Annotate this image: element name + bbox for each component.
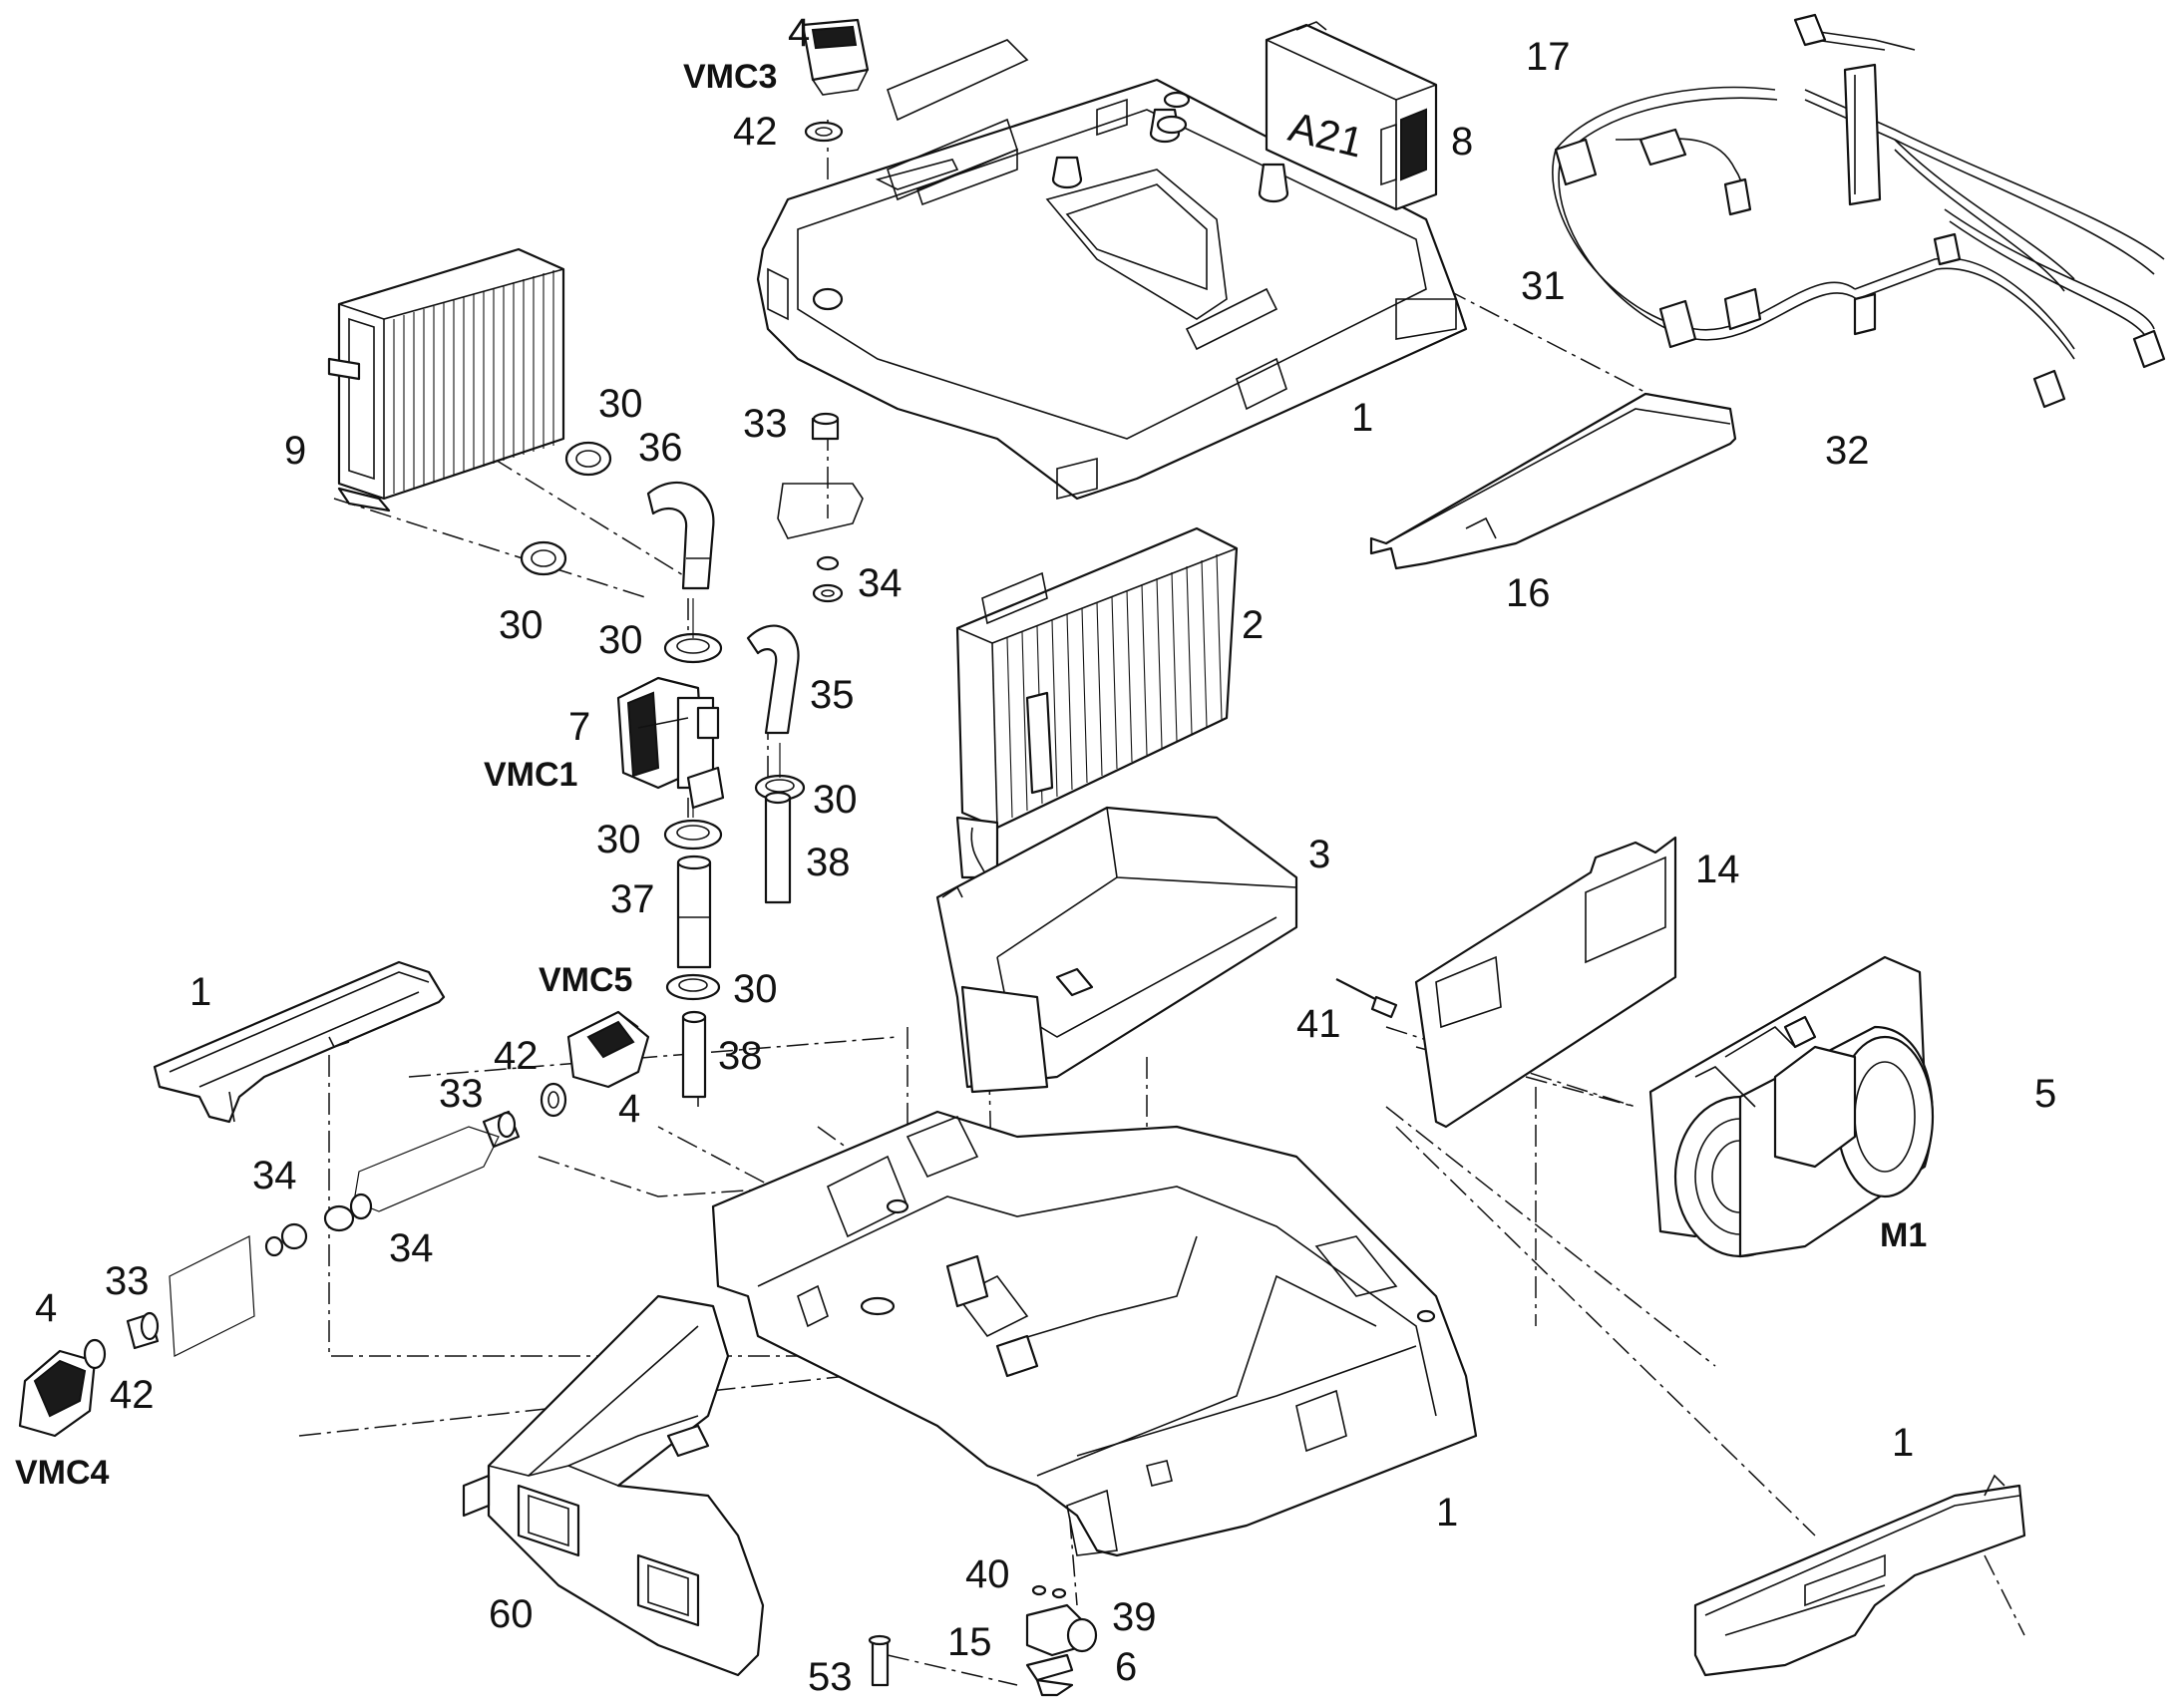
- label-30: 30: [733, 967, 778, 1011]
- label-vmc1: VMC1: [484, 756, 577, 794]
- valve-part-7: [616, 676, 725, 810]
- label-7: 7: [568, 705, 590, 749]
- panel-part-14: [1414, 836, 1677, 1129]
- bracket-part-16: [1369, 392, 1737, 570]
- label-42: 42: [494, 1034, 539, 1078]
- label-30: 30: [499, 603, 544, 647]
- label-30: 30: [813, 778, 858, 822]
- label-32: 32: [1825, 429, 1870, 473]
- label-m1: M1: [1880, 1216, 1927, 1254]
- label-3: 3: [1308, 833, 1330, 876]
- label-40: 40: [965, 1552, 1010, 1596]
- label-36: 36: [638, 426, 683, 470]
- label-vmc3: VMC3: [683, 58, 777, 96]
- upper-housing-part-1: [756, 39, 1468, 501]
- actuator-vmc3-part-4: [777, 18, 870, 603]
- label-41: 41: [1296, 1002, 1341, 1046]
- label-9: 9: [284, 429, 306, 473]
- label-42: 42: [733, 110, 778, 154]
- duct-right-part-1: [1693, 1474, 2026, 1677]
- blower-motor-part-5: [1648, 955, 1935, 1258]
- label-34: 34: [858, 561, 903, 605]
- label-38: 38: [806, 841, 851, 884]
- control-module-a21-part-8: [1265, 21, 1438, 211]
- part-labels: 4 VMC3 42 A21 8 17 31 32 9 30 36 33 1 34…: [15, 11, 2056, 1699]
- small-parts-lower: [868, 1584, 1098, 1697]
- label-1: 1: [1351, 396, 1373, 440]
- screw-part-41: [1335, 978, 1398, 1019]
- label-15: 15: [947, 1620, 992, 1664]
- wiring-harness: [1552, 13, 2166, 409]
- heater-core-part-9: [327, 247, 565, 512]
- label-33: 33: [105, 1259, 150, 1303]
- label-53: 53: [808, 1655, 853, 1699]
- label-34: 34: [389, 1226, 434, 1270]
- label-31: 31: [1521, 264, 1566, 308]
- label-37: 37: [610, 877, 655, 921]
- label-34: 34: [252, 1154, 297, 1197]
- label-2: 2: [1242, 603, 1264, 647]
- label-14: 14: [1695, 848, 1740, 891]
- label-4: 4: [35, 1286, 57, 1330]
- label-4: 4: [618, 1087, 640, 1131]
- label-60: 60: [489, 1592, 534, 1636]
- drain-tray-part-3: [935, 806, 1298, 1094]
- duct-left-part-1: [153, 960, 446, 1124]
- label-30: 30: [598, 618, 643, 662]
- label-5: 5: [2034, 1072, 2056, 1116]
- label-33: 33: [743, 402, 788, 446]
- label-38: 38: [718, 1034, 763, 1078]
- label-1: 1: [1892, 1421, 1914, 1465]
- label-1: 1: [189, 970, 211, 1014]
- label-30: 30: [596, 818, 641, 861]
- label-vmc4: VMC4: [15, 1454, 110, 1492]
- label-1: 1: [1436, 1491, 1458, 1535]
- actuator-vmc5-part-4: [169, 1010, 650, 1357]
- evaporator-part-2: [955, 526, 1239, 883]
- label-17: 17: [1526, 35, 1571, 79]
- label-16: 16: [1506, 571, 1551, 615]
- label-4: 4: [788, 11, 810, 55]
- label-6: 6: [1115, 1645, 1137, 1689]
- label-30: 30: [598, 382, 643, 426]
- label-vmc5: VMC5: [539, 961, 632, 999]
- label-35: 35: [810, 673, 855, 717]
- label-33: 33: [439, 1072, 484, 1116]
- label-42: 42: [110, 1373, 155, 1417]
- duct-part-60: [462, 1294, 765, 1677]
- actuator-vmc4-part-4: [18, 1311, 160, 1438]
- label-39: 39: [1112, 1595, 1157, 1639]
- label-8: 8: [1451, 120, 1473, 164]
- lower-housing-part-1: [711, 1110, 1478, 1557]
